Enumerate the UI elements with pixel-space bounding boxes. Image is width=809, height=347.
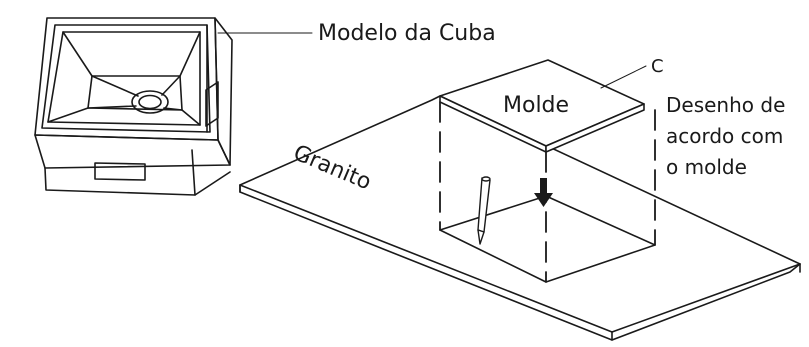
sink-model-label: Modelo da Cuba: [318, 21, 496, 46]
sink-basin-icon: [34, 17, 233, 196]
template-board: [439, 59, 645, 153]
drawing-note-line2: acordo com: [666, 124, 783, 148]
drawing-note-line1: Desenho de: [666, 93, 785, 117]
corner-leader: [600, 65, 647, 89]
projection-lines: [439, 101, 656, 283]
drawing-note-line3: o molde: [666, 155, 747, 179]
granite-label: Granito: [290, 141, 375, 196]
corner-label: C: [651, 56, 664, 77]
arrow-down-icon: [534, 178, 553, 207]
cutout-outline: [439, 195, 656, 283]
granite-slab: [239, 95, 801, 341]
pencil-icon: [477, 176, 491, 245]
template-label: Molde: [503, 93, 569, 118]
